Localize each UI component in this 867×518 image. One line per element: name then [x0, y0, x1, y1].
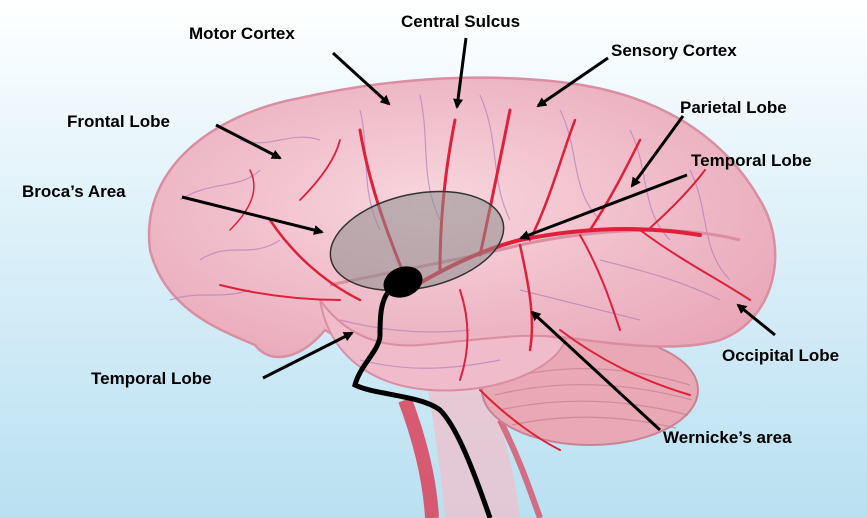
label-temporal-lobe-upper: Temporal Lobe [691, 151, 812, 171]
label-temporal-lobe-lower: Temporal Lobe [91, 369, 212, 389]
label-parietal-lobe: Parietal Lobe [680, 98, 787, 118]
label-brocas-area: Broca’s Area [22, 182, 126, 202]
label-sensory-cortex: Sensory Cortex [611, 41, 737, 61]
label-occipital-lobe: Occipital Lobe [722, 346, 839, 366]
label-central-sulcus: Central Sulcus [401, 12, 520, 32]
label-motor-cortex: Motor Cortex [189, 24, 295, 44]
label-frontal-lobe: Frontal Lobe [67, 112, 170, 132]
label-wernickes-area: Wernicke’s area [663, 428, 792, 448]
